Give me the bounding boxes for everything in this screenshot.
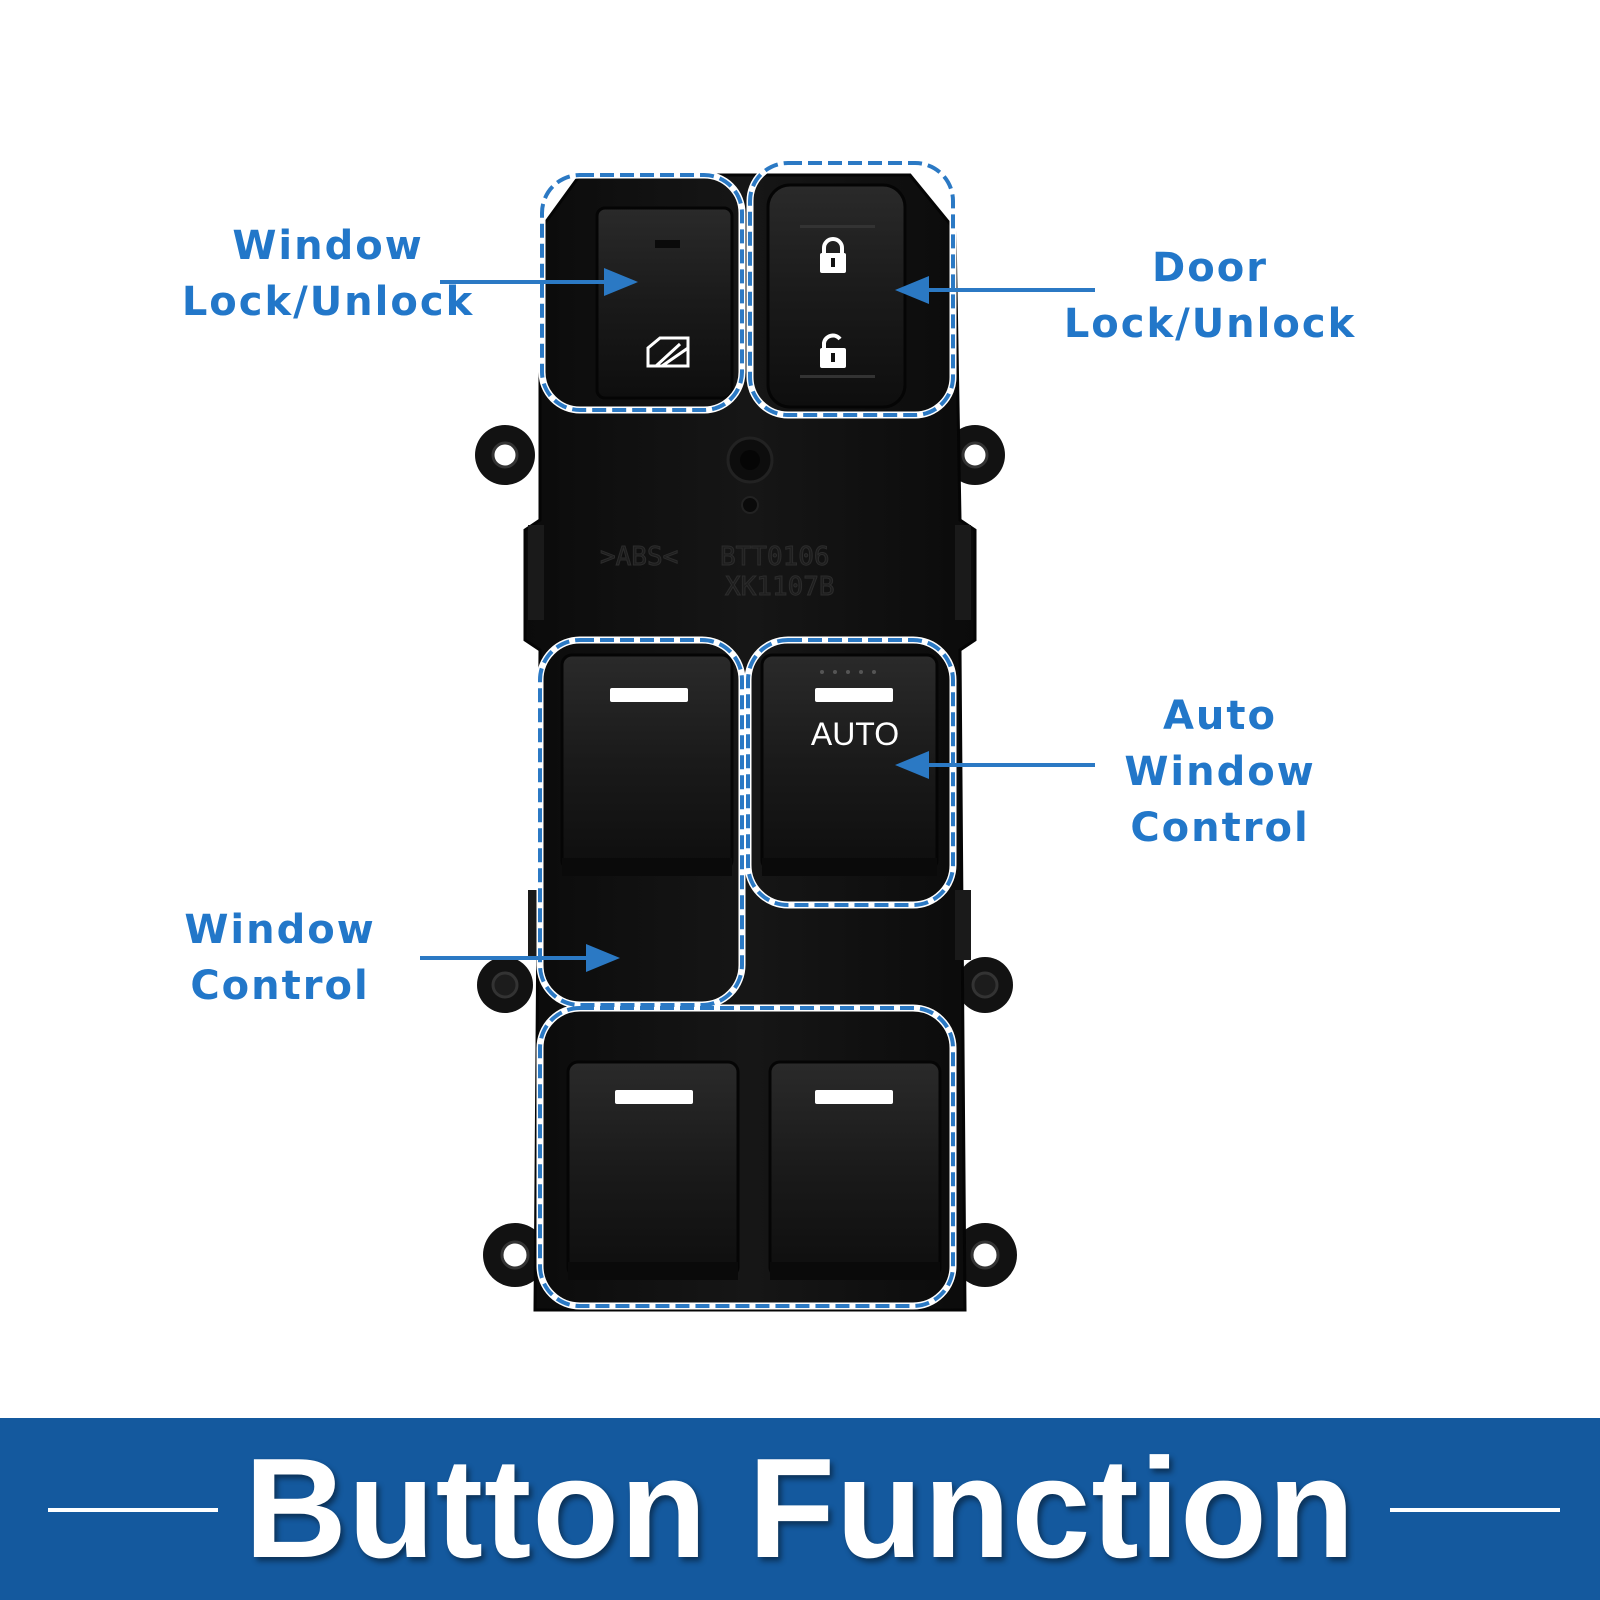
window-lock-button[interactable] bbox=[595, 206, 734, 400]
door-lock-outline bbox=[748, 161, 955, 417]
auto-window-button[interactable]: AUTO bbox=[760, 653, 939, 876]
label-door-lock: Door Lock/Unlock bbox=[1063, 245, 1357, 347]
banner-line-left bbox=[48, 1508, 218, 1512]
arrow-window-control bbox=[420, 944, 620, 972]
window-control-button-rear-right[interactable] bbox=[768, 1060, 942, 1280]
window-lock-outline bbox=[540, 173, 744, 412]
window-lock-icon bbox=[646, 336, 690, 368]
arrow-window-lock bbox=[440, 268, 638, 296]
arrow-auto-window bbox=[895, 751, 1095, 779]
window-control-outline bbox=[538, 638, 744, 1007]
label-window-lock: Window Lock/Unlock bbox=[181, 223, 475, 325]
highlight-outlines bbox=[536, 159, 957, 1310]
door-lock-button[interactable] bbox=[766, 183, 907, 409]
banner-title: Button Function bbox=[244, 1429, 1356, 1588]
callout-arrows bbox=[420, 268, 1095, 972]
molded-markings: >ABS< BTT0106 XK1107B bbox=[600, 542, 836, 603]
rear-windows-outline bbox=[538, 1006, 955, 1308]
window-control-button-driver[interactable] bbox=[560, 653, 734, 876]
auto-window-outline bbox=[746, 638, 955, 907]
lock-closed-icon bbox=[820, 237, 846, 273]
label-auto-window: Auto Window Control bbox=[1124, 693, 1316, 851]
mold-mark-part: BTT0106 bbox=[720, 542, 830, 572]
banner-line-right bbox=[1390, 1508, 1560, 1512]
title-banner: Button Function bbox=[0, 1418, 1600, 1600]
window-control-button-rear-left[interactable] bbox=[566, 1060, 740, 1280]
mold-mark-abs: >ABS< bbox=[600, 542, 678, 572]
lock-open-icon bbox=[820, 333, 846, 368]
auto-text: AUTO bbox=[811, 716, 899, 752]
window-switch-panel: >ABS< BTT0106 XK1107B bbox=[420, 159, 1095, 1312]
mold-mark-code: XK1107B bbox=[725, 572, 835, 602]
arrow-door-lock bbox=[895, 276, 1095, 304]
label-window-control: Window Control bbox=[184, 907, 376, 1009]
